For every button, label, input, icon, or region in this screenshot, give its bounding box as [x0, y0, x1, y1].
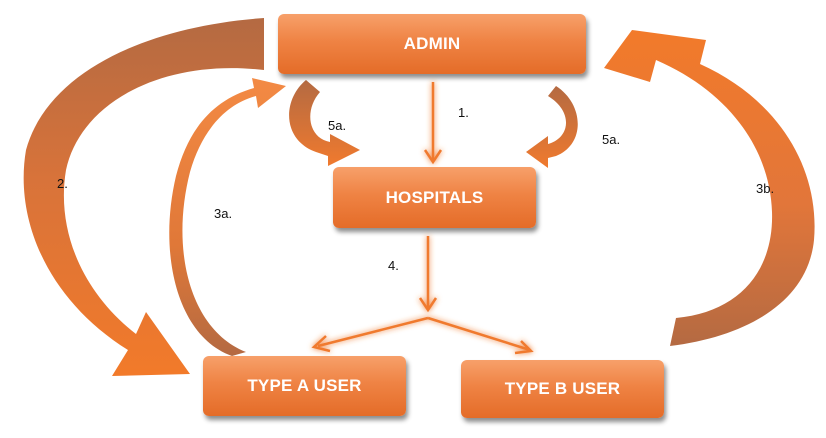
arrow-admin-to-hospitals-right	[526, 86, 578, 168]
arrow-hospitals-to-users	[311, 236, 534, 355]
edge-label-3a: 3a.	[214, 206, 233, 221]
type-a-user-node: TYPE A USER	[203, 356, 406, 416]
edge-label-3b: 3b.	[756, 181, 775, 196]
arrow-type-a-to-admin	[169, 78, 286, 356]
admin-label: ADMIN	[403, 34, 461, 53]
edge-label-4: 4.	[388, 258, 399, 273]
edge-label-5a-right: 5a.	[602, 132, 621, 147]
type-b-user-label: TYPE B USER	[504, 379, 621, 398]
type-b-user-node: TYPE B USER	[461, 360, 664, 418]
arrow-admin-to-hospitals	[423, 82, 443, 165]
edge-label-5a-left: 5a.	[328, 118, 347, 133]
admin-node: ADMIN	[278, 14, 586, 74]
arrow-type-b-to-admin	[604, 30, 815, 346]
arrow-admin-to-hospitals-left	[289, 80, 360, 166]
arrow-admin-to-type-a	[23, 18, 264, 376]
edge-label-2: 2.	[57, 176, 68, 191]
hospitals-node: HOSPITALS	[333, 167, 536, 228]
edge-label-1: 1.	[458, 105, 469, 120]
type-a-user-label: TYPE A USER	[247, 376, 362, 395]
hospitals-label: HOSPITALS	[385, 187, 484, 207]
